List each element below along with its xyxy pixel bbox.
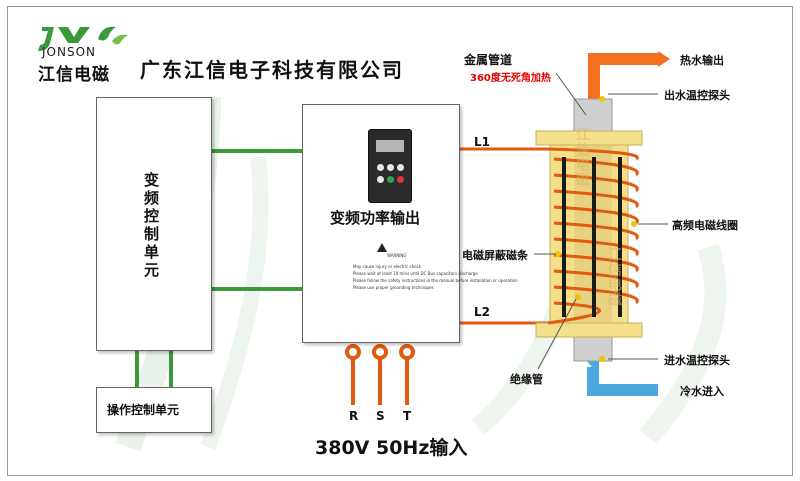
keypad-button-icon	[377, 176, 384, 183]
insulation-dot-icon	[575, 294, 581, 300]
insulation-label: 绝缘管	[510, 373, 543, 386]
operation-unit-label: 操作控制单元	[107, 403, 180, 417]
terminal-r-icon	[345, 344, 361, 360]
keypad-button-icon	[387, 164, 394, 171]
operation-unit-box: 操作控制单元	[96, 387, 212, 433]
warning-label: WARNING May cause injury or electric sho…	[353, 243, 518, 311]
output-l1-label: L1	[474, 135, 490, 149]
outlet-probe-dot-icon	[599, 96, 605, 102]
terminal-t-icon	[399, 344, 415, 360]
keypad-stop-button-icon	[397, 176, 404, 183]
terminal-s-icon	[372, 344, 388, 360]
hot-water-pipe	[588, 53, 658, 102]
company-name: 广东江信电子科技有限公司	[140, 58, 404, 82]
control-unit-box: 变频控制单元	[96, 97, 212, 351]
metal-pipe-note: 360度无死角加热	[470, 73, 551, 84]
magnetic-shield-bars	[562, 157, 622, 317]
outlet-probe-label: 出水温控探头	[664, 89, 730, 102]
warning-line: Please follow the safety instructions in…	[353, 278, 518, 283]
diagram-frame: JONSON 江信电磁 广东江信电子科技有限公司	[7, 6, 793, 476]
shield-dot-icon	[555, 251, 561, 257]
output-l2-label: L2	[474, 305, 490, 319]
heater-watermark-right: 江信电磁	[606, 247, 622, 307]
cold-water-pipe	[587, 359, 658, 396]
wiring-layer	[135, 51, 670, 405]
metal-pipe-label: 金属管道	[464, 53, 513, 67]
shield-label: 电磁屏蔽磁条	[462, 249, 528, 262]
brand-logo-icon	[38, 26, 128, 51]
keypad-panel	[368, 129, 412, 203]
warning-title: WARNING	[387, 253, 407, 258]
cold-water-in-label: 冷水进入	[680, 385, 724, 398]
inlet-probe-dot-icon	[599, 356, 605, 362]
inlet-probe-label: 进水温控探头	[664, 354, 730, 367]
control-unit-label: 变频控制单元	[142, 172, 160, 280]
insulation-flange-bottom	[535, 322, 643, 338]
warning-line: Please use proper grounding techniques	[353, 285, 434, 290]
power-unit-label: 变频功率输出	[330, 209, 421, 227]
keypad-run-button-icon	[387, 176, 394, 183]
phase-s-label: S	[376, 409, 385, 423]
warning-line: May cause injury or electric shock	[353, 264, 422, 269]
keypad-display	[376, 140, 404, 152]
coil-dot-icon	[631, 221, 637, 227]
voltage-label: 380V 50Hz输入	[315, 437, 468, 459]
warning-triangle-icon	[377, 243, 387, 252]
coil-label: 高频电磁线圈	[672, 219, 738, 232]
brand-cn-name: 江信电磁	[38, 65, 110, 85]
brand-latin-name: JONSON	[42, 45, 96, 59]
keypad-button-icon	[377, 164, 384, 171]
hot-water-out-label: 热水输出	[680, 54, 724, 67]
phase-r-label: R	[349, 409, 359, 423]
heater-watermark-left: 江信电磁	[574, 127, 590, 187]
keypad-button-icon	[397, 164, 404, 171]
warning-line: Please wait at least 10 mins until DC Bu…	[353, 271, 478, 276]
metal-pipe-bottom	[573, 336, 613, 362]
hot-water-arrow-icon	[658, 51, 670, 67]
phase-t-label: T	[403, 409, 412, 423]
